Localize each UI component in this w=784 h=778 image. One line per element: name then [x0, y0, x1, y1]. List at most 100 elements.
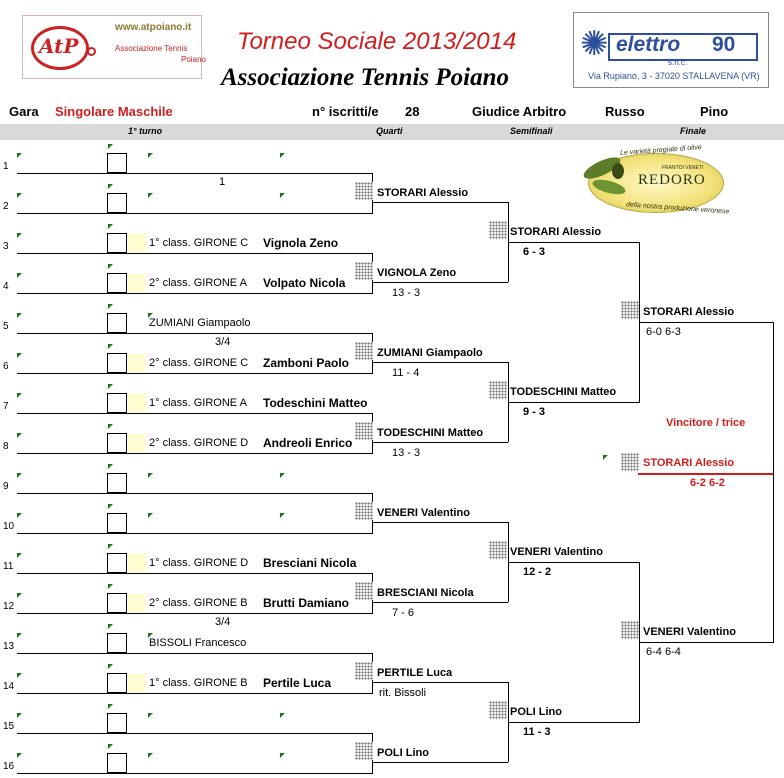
- marker-icon: [17, 433, 22, 438]
- row-line: [17, 653, 373, 654]
- player-name: Bresciani Nicola: [263, 556, 357, 570]
- player-name: Volpato Nicola: [263, 276, 346, 290]
- row-line: [17, 453, 373, 454]
- round-label-final: Finale: [680, 126, 707, 136]
- marker-icon: [17, 273, 22, 278]
- row-line: [17, 333, 373, 334]
- marker-icon: [17, 313, 22, 318]
- marker-icon: [17, 353, 22, 358]
- row-number: 3: [3, 241, 9, 252]
- iscritti-label: n° iscritti/e: [312, 104, 379, 119]
- seed-box: [107, 233, 127, 253]
- row-line: [17, 213, 373, 214]
- name-cell: [128, 554, 146, 572]
- marker-icon: [148, 313, 153, 318]
- seed-cell: [355, 742, 373, 760]
- seed-box: [107, 313, 127, 333]
- champion-underline: [638, 473, 774, 475]
- quarter-line: [372, 362, 508, 363]
- seed-cell: [621, 621, 639, 639]
- marker-icon: [17, 193, 22, 198]
- quarter-score: 13 - 3: [392, 287, 421, 299]
- marker-icon: [280, 713, 285, 718]
- final-line: [639, 642, 774, 643]
- giudice-label: Giudice Arbitro: [472, 104, 567, 119]
- row-number: 10: [3, 521, 15, 532]
- seed-cell: [489, 221, 507, 239]
- logo-address: Via Rupiano, 3 - 37020 STALLAVENA (VR): [588, 71, 760, 81]
- row-line: [17, 773, 373, 774]
- seed-box: [107, 753, 127, 773]
- marker-icon: [108, 464, 113, 469]
- marker-icon: [108, 664, 113, 669]
- match-note: 3/4: [215, 616, 231, 628]
- logo-place: Poiano: [181, 55, 206, 64]
- quarter-winner: BRESCIANI Nicola: [377, 587, 474, 599]
- logo-mark: AtP: [39, 34, 79, 58]
- marker-icon: [17, 473, 22, 478]
- player-name: Vignola Zeno: [263, 236, 339, 250]
- quarter-score: 7 - 6: [392, 607, 415, 619]
- marker-icon: [108, 704, 113, 709]
- final-score: 6-4 6-4: [646, 646, 681, 658]
- player-name: Todeschini Matteo: [263, 396, 368, 410]
- semi-score: 12 - 2: [523, 566, 552, 578]
- quarter-winner: VENERI Valentino: [377, 507, 470, 519]
- quarter-line: [372, 282, 508, 283]
- semi-score: 11 - 3: [523, 726, 551, 738]
- quarter-winner: VIGNOLA Zeno: [377, 267, 457, 279]
- marker-icon: [603, 455, 608, 460]
- marker-icon: [108, 744, 113, 749]
- row-line: [17, 693, 373, 694]
- marker-icon: [280, 753, 285, 758]
- quarter-score: 11 - 4: [392, 367, 420, 379]
- quarter-line: [372, 682, 508, 683]
- seed-box: [107, 193, 127, 213]
- name-cell: [128, 434, 146, 452]
- quarter-winner: PERTILE Luca: [377, 667, 453, 679]
- row-number: 5: [3, 321, 9, 332]
- name-cell: [128, 234, 146, 252]
- marker-icon: [17, 673, 22, 678]
- quarter-winner: POLI Lino: [377, 747, 429, 759]
- marker-icon: [280, 153, 285, 158]
- marker-icon: [280, 513, 285, 518]
- row-number: 14: [3, 681, 15, 692]
- quarter-line: [372, 602, 508, 603]
- giudice-name: Pino: [700, 104, 729, 119]
- logo-url: www.atpoiano.it: [115, 22, 192, 33]
- marker-icon: [108, 344, 113, 349]
- bracket-connector: [773, 322, 774, 642]
- semi-winner: VENERI Valentino: [510, 546, 603, 558]
- seed-cell: [489, 381, 507, 399]
- row-number: 7: [3, 401, 9, 412]
- marker-icon: [17, 713, 22, 718]
- semi-winner: POLI Lino: [510, 706, 562, 718]
- name-cell: [128, 594, 146, 612]
- marker-icon: [108, 544, 113, 549]
- row-line: [17, 493, 373, 494]
- redoro-logo: Le varietà pregiate di olive FRANTOI VEN…: [578, 143, 734, 217]
- qualifier-text: 1° class. GIRONE C: [149, 237, 249, 249]
- logo-sub-text: FRANTOI VENETI: [662, 165, 704, 171]
- name-cell: [128, 674, 146, 692]
- atp-logo: AtP www.atpoiano.it Associazione Tennis …: [22, 15, 206, 79]
- seed-cell: [355, 182, 373, 200]
- match-note: 3/4: [215, 336, 231, 348]
- row-number: 6: [3, 361, 9, 372]
- marker-icon: [108, 264, 113, 269]
- seed-cell: [355, 262, 373, 280]
- giudice-surname: Russo: [605, 104, 645, 119]
- seed-box: [107, 153, 127, 173]
- marker-icon: [17, 553, 22, 558]
- marker-icon: [108, 624, 113, 629]
- seed-cell: [355, 342, 373, 360]
- champion-name: STORARI Alessio: [643, 457, 735, 469]
- quarter-score: 13 - 3: [392, 447, 421, 459]
- row-number: 15: [3, 721, 15, 732]
- round-header: 1° turno Quarti Semifinali Finale: [0, 124, 784, 140]
- semi-line: [508, 562, 640, 563]
- marker-icon: [148, 753, 153, 758]
- marker-icon: [108, 184, 113, 189]
